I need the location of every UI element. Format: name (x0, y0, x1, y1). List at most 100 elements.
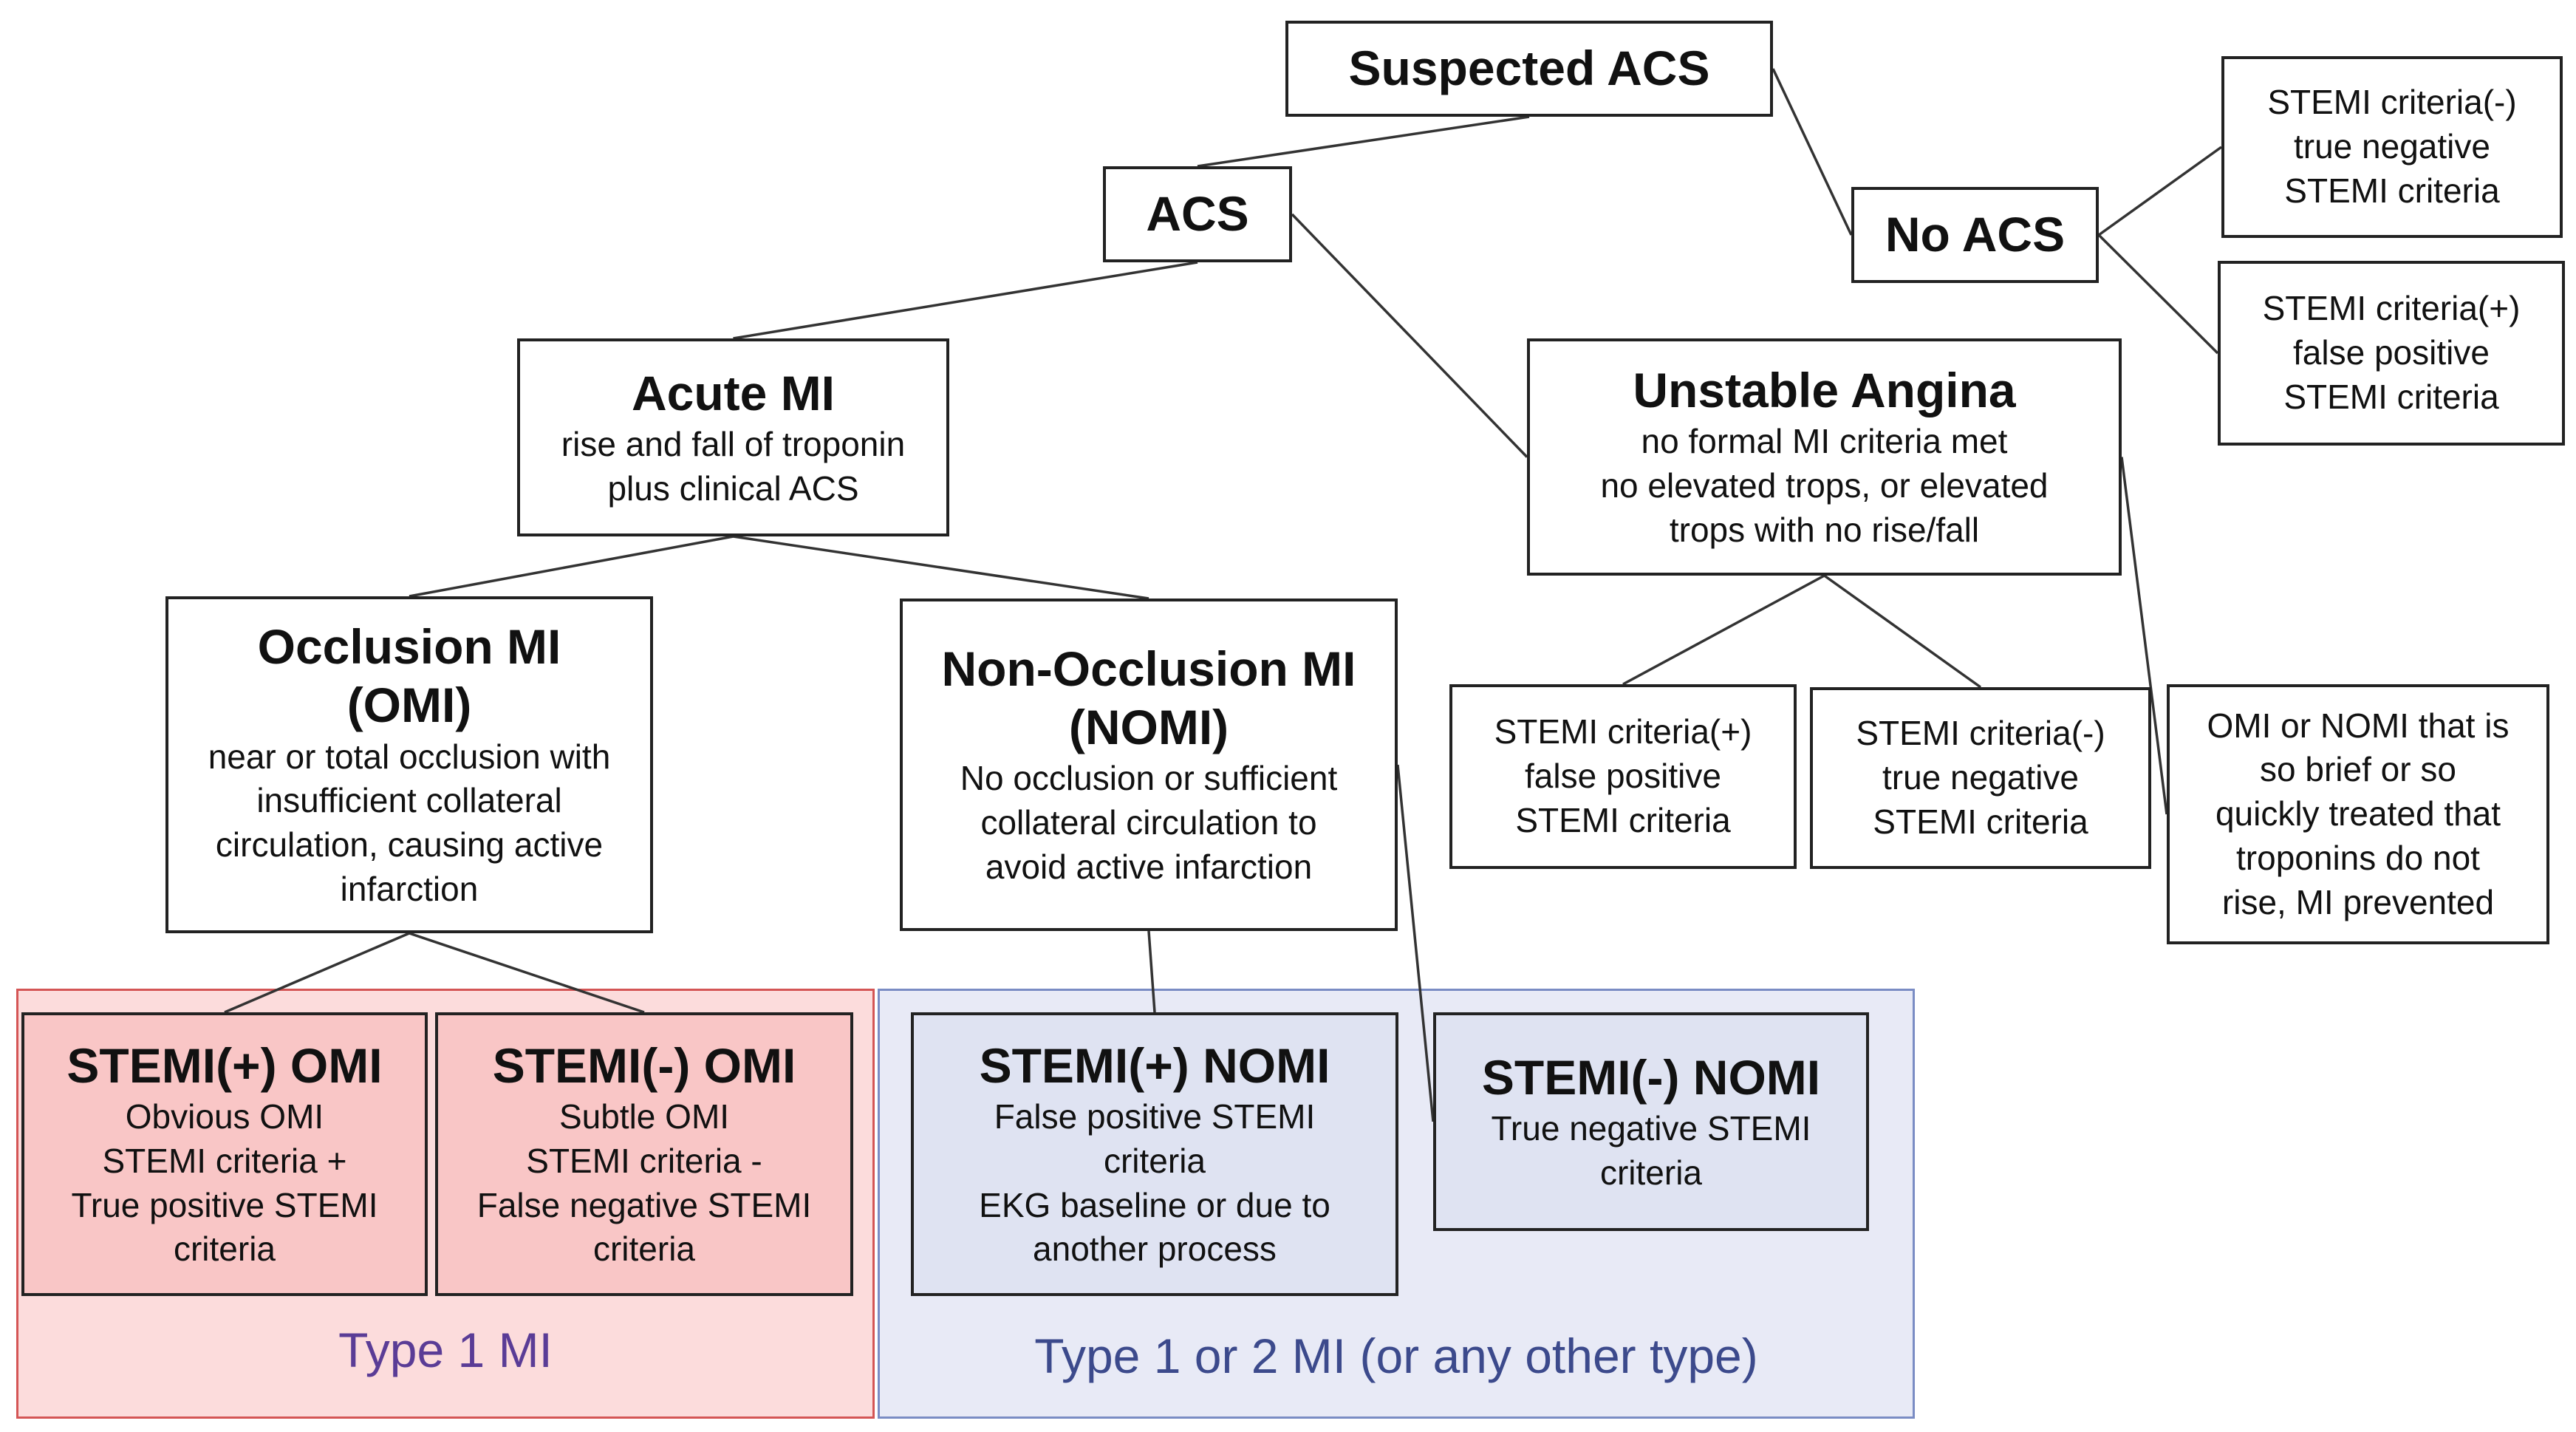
node-description: OMI or NOMI that is so brief or so quickly… (2207, 704, 2510, 925)
node-title-line: Acute MI (631, 365, 836, 420)
node-description-line: true negative (1882, 758, 2079, 797)
node-description-line: True positive STEMI (71, 1185, 378, 1224)
node-description-line: criteria (1599, 1153, 1702, 1192)
node-description-line: rise and fall of troponin (561, 424, 906, 463)
node-description-line: circulation, causing active (215, 825, 604, 865)
node-title: Occlusion MI(OMI) (258, 618, 561, 734)
node-stemi-negative-omi: STEMI(-) OMI Subtle OMI STEMI criteria - Fa… (435, 1012, 853, 1296)
node-title-line: STEMI(-) NOMI (1481, 1049, 1821, 1105)
connector-unstable_angina-to-ua_neg (1823, 574, 1982, 689)
node-title: STEMI(+) OMI (66, 1037, 382, 1095)
node-description-line: STEMI criteria(+) (1494, 712, 1752, 751)
node-title-line: STEMI(-) OMI (492, 1037, 796, 1093)
node-title: No ACS (1885, 205, 2065, 264)
node-title: STEMI(-) OMI (493, 1037, 796, 1095)
type12-mi-label: Type 1 or 2 MI (or any other type) (1034, 1329, 1758, 1383)
type1-mi-label: Type 1 MI (338, 1323, 553, 1377)
node-description-line: quickly treated that (2215, 794, 2501, 833)
node-description-line: STEMI criteria(-) (2267, 83, 2517, 122)
connector-no_acs-to-noacs_neg (2097, 146, 2223, 236)
node-description-line: near or total occlusion with (208, 737, 611, 776)
node-description: True negative STEMI criteria (1492, 1107, 1811, 1196)
node-no-acs: No ACS (1851, 187, 2099, 283)
node-description-line: Obvious OMI (125, 1097, 324, 1136)
node-title-line: Unstable Angina (1633, 363, 2016, 418)
node-description-line: No occlusion or sufficient (960, 759, 1338, 798)
connector-suspected_acs-to-acs (1197, 115, 1530, 168)
connector-suspected_acs-to-no_acs (1772, 68, 1853, 236)
node-description-line: STEMI criteria (1873, 802, 2088, 841)
node-description-line: OMI or NOMI that is (2207, 706, 2510, 745)
node-title: STEMI(+) NOMI (980, 1037, 1330, 1095)
node-description: Obvious OMI STEMI criteria + True positive… (72, 1095, 378, 1272)
node-description-line: rise, MI prevented (2221, 882, 2495, 921)
connector-unstable_angina-to-ua_brief (2120, 457, 2168, 815)
node-description-line: False negative STEMI (476, 1185, 812, 1224)
node-title: Non-Occlusion MI(NOMI) (942, 640, 1356, 757)
node-description-line: STEMI criteria (1515, 800, 1731, 839)
node-description-line: false positive (1525, 757, 1721, 796)
node-description-line: STEMI criteria - (526, 1141, 762, 1180)
node-description-line: no formal MI criteria met (1641, 422, 2008, 461)
connector-acs-to-acute_mi (733, 261, 1198, 340)
node-description-line: STEMI criteria (2283, 377, 2499, 416)
node-title-line: Suspected ACS (1348, 41, 1710, 96)
node-description: rise and fall of troponin plus clinical A… (561, 423, 905, 511)
node-description-line: true negative (2294, 127, 2490, 166)
node-title-line: Non-Occlusion MI (941, 641, 1356, 697)
node-suspected-acs: Suspected ACS (1285, 21, 1773, 117)
node-title-line: STEMI(+) NOMI (979, 1037, 1330, 1093)
node-description-line: False positive STEMI (994, 1097, 1316, 1136)
connector-no_acs-to-noacs_pos (2097, 233, 2219, 355)
node-description-line: troponins do not (2236, 838, 2480, 877)
node-description-line: collateral circulation to (980, 803, 1317, 842)
node-ua-mi-prevented: OMI or NOMI that is so brief or so quickly… (2167, 684, 2549, 944)
node-title: Suspected ACS (1348, 39, 1709, 98)
connector-omi-to-stemi_pos_omi (224, 932, 410, 1014)
node-title: Unstable Angina (1633, 361, 2015, 420)
node-description-line: insufficient collateral (256, 781, 562, 820)
node-title-line: (OMI) (346, 678, 472, 733)
node-description-line: True negative STEMI (1491, 1108, 1811, 1148)
connector-acute_mi-to-omi (409, 535, 734, 598)
node-non-occlusion-mi: Non-Occlusion MI(NOMI)No occlusion or su… (900, 599, 1398, 931)
node-description-line: STEMI criteria + (102, 1141, 347, 1180)
node-description-line: Subtle OMI (558, 1097, 730, 1136)
node-description-line: another process (1033, 1230, 1277, 1269)
node-title: STEMI(-) NOMI (1482, 1049, 1820, 1107)
node-description-line: criteria (173, 1230, 276, 1269)
node-title: ACS (1146, 185, 1248, 243)
node-description-line: trops with no rise/fall (1669, 510, 1980, 549)
node-title-line: (NOMI) (1068, 700, 1229, 755)
node-description-line: STEMI criteria(+) (2262, 289, 2521, 328)
node-description-line: infarction (340, 869, 479, 908)
node-acute-mi: Acute MI rise and fall of troponin plus cl… (517, 338, 949, 536)
node-description-line: STEMI criteria (2284, 171, 2500, 210)
node-description-line: STEMI criteria(-) (1856, 714, 2105, 753)
node-stemi-positive-omi: STEMI(+) OMI Obvious OMI STEMI criteria + T… (21, 1012, 428, 1296)
connector-nomi-to-stemi_pos_nomi (1147, 930, 1156, 1013)
node-description-line: plus clinical ACS (607, 468, 859, 508)
node-description: No occlusion or sufficient collateral cir… (960, 757, 1338, 889)
node-title: Acute MI (632, 364, 835, 423)
node-description-line: so brief or so (2260, 750, 2456, 789)
node-title-line: No ACS (1885, 207, 2066, 262)
node-occlusion-mi: Occlusion MI(OMI)near or total occlusion… (165, 596, 653, 933)
connector-acute_mi-to-nomi (733, 535, 1149, 600)
node-description-line: criteria (592, 1230, 696, 1269)
connector-omi-to-stemi_neg_omi (409, 932, 645, 1014)
node-title-line: STEMI(+) OMI (66, 1037, 383, 1093)
node-description-line: EKG baseline or due to (979, 1185, 1330, 1224)
